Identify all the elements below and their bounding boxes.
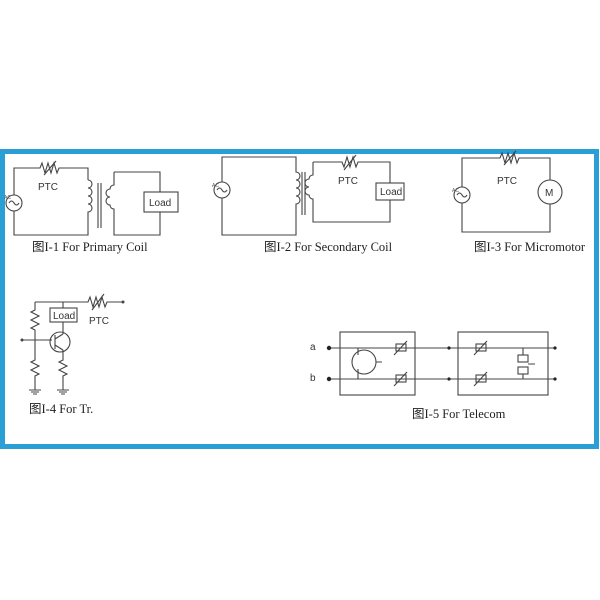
- ptc-label: PTC: [338, 176, 358, 187]
- transistor-icon: [49, 331, 71, 353]
- load-box: [143, 191, 179, 213]
- motor-icon: [537, 179, 563, 205]
- gas-discharge-tube-icon: [351, 349, 377, 375]
- ac-source-icon: [5, 194, 23, 212]
- line-b-label: b: [310, 373, 316, 384]
- ptc-label: PTC: [497, 176, 517, 187]
- figure-1-primary-coil: AC Load PTC 图I-1 For Primary Coil: [4, 160, 179, 254]
- motor-label: M: [545, 188, 553, 199]
- ptc-label: PTC: [38, 182, 58, 193]
- figure-2-secondary-coil: AC Load PTC 图I-2 For Secondary Coil: [212, 154, 405, 254]
- ac-source-icon: [453, 186, 471, 204]
- figure-caption: 图I-3 For Micromotor: [474, 240, 586, 254]
- frame: [0, 149, 599, 449]
- ac-source-icon: [213, 181, 231, 199]
- source-label: AC: [212, 183, 219, 189]
- figure-4-transistor: Load PTC 图I-4 For Tr.: [20, 293, 125, 416]
- figure-caption: 图I-5 For Telecom: [412, 407, 506, 421]
- load-label: Load: [149, 198, 171, 209]
- figure-caption: 图I-1 For Primary Coil: [32, 240, 148, 254]
- ptc-label: PTC: [89, 316, 109, 327]
- load-label: Load: [53, 311, 75, 322]
- line-a-label: a: [310, 342, 316, 353]
- figure-caption: 图I-2 For Secondary Coil: [264, 240, 393, 254]
- figure-3-micromotor: AC M PTC 图I-3 For Micromotor: [452, 150, 586, 254]
- load-box: [375, 182, 405, 201]
- figure-caption: 图I-4 For Tr.: [29, 402, 93, 416]
- load-label: Load: [380, 187, 402, 198]
- load-box: [49, 307, 78, 323]
- figure-5-telecom: a b 图I-5 For Telecom: [310, 331, 557, 421]
- ptc-thermistor-icons: [393, 340, 535, 387]
- source-label: AC: [4, 195, 11, 201]
- source-label: AC: [452, 188, 459, 194]
